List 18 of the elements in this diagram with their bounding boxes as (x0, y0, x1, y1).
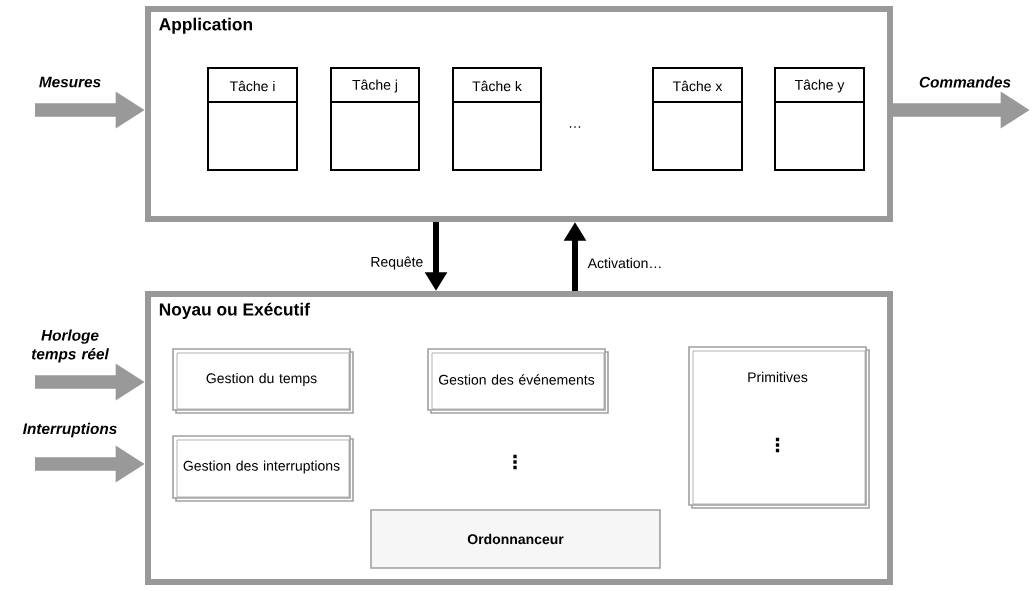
task-box: Tâche x (652, 67, 743, 171)
edge-label: Requête (371, 256, 423, 270)
task-box: Tâche y (774, 67, 865, 171)
module-box: Gestion des interruptions (172, 435, 354, 502)
module-box: Primitives ⋮ (688, 346, 870, 509)
edge-label: Horloge temps réel (31, 329, 109, 363)
edge-label: Mesures (39, 76, 101, 88)
module-box: Gestion du temps (172, 348, 354, 414)
edge-label: Activation… (587, 257, 661, 269)
ellipsis: … (569, 126, 581, 128)
vertical-ellipsis: ⋮ (513, 454, 517, 470)
edge-label: Commandes (919, 76, 1011, 88)
module-box: Gestion des événements (427, 348, 609, 414)
task-box: Tâche k (452, 67, 542, 171)
task-box: Tâche i (207, 67, 298, 171)
edge-label: Interruptions (23, 422, 117, 438)
scheduler-box: Ordonnanceur (370, 509, 661, 569)
task-box: Tâche j (330, 67, 420, 171)
